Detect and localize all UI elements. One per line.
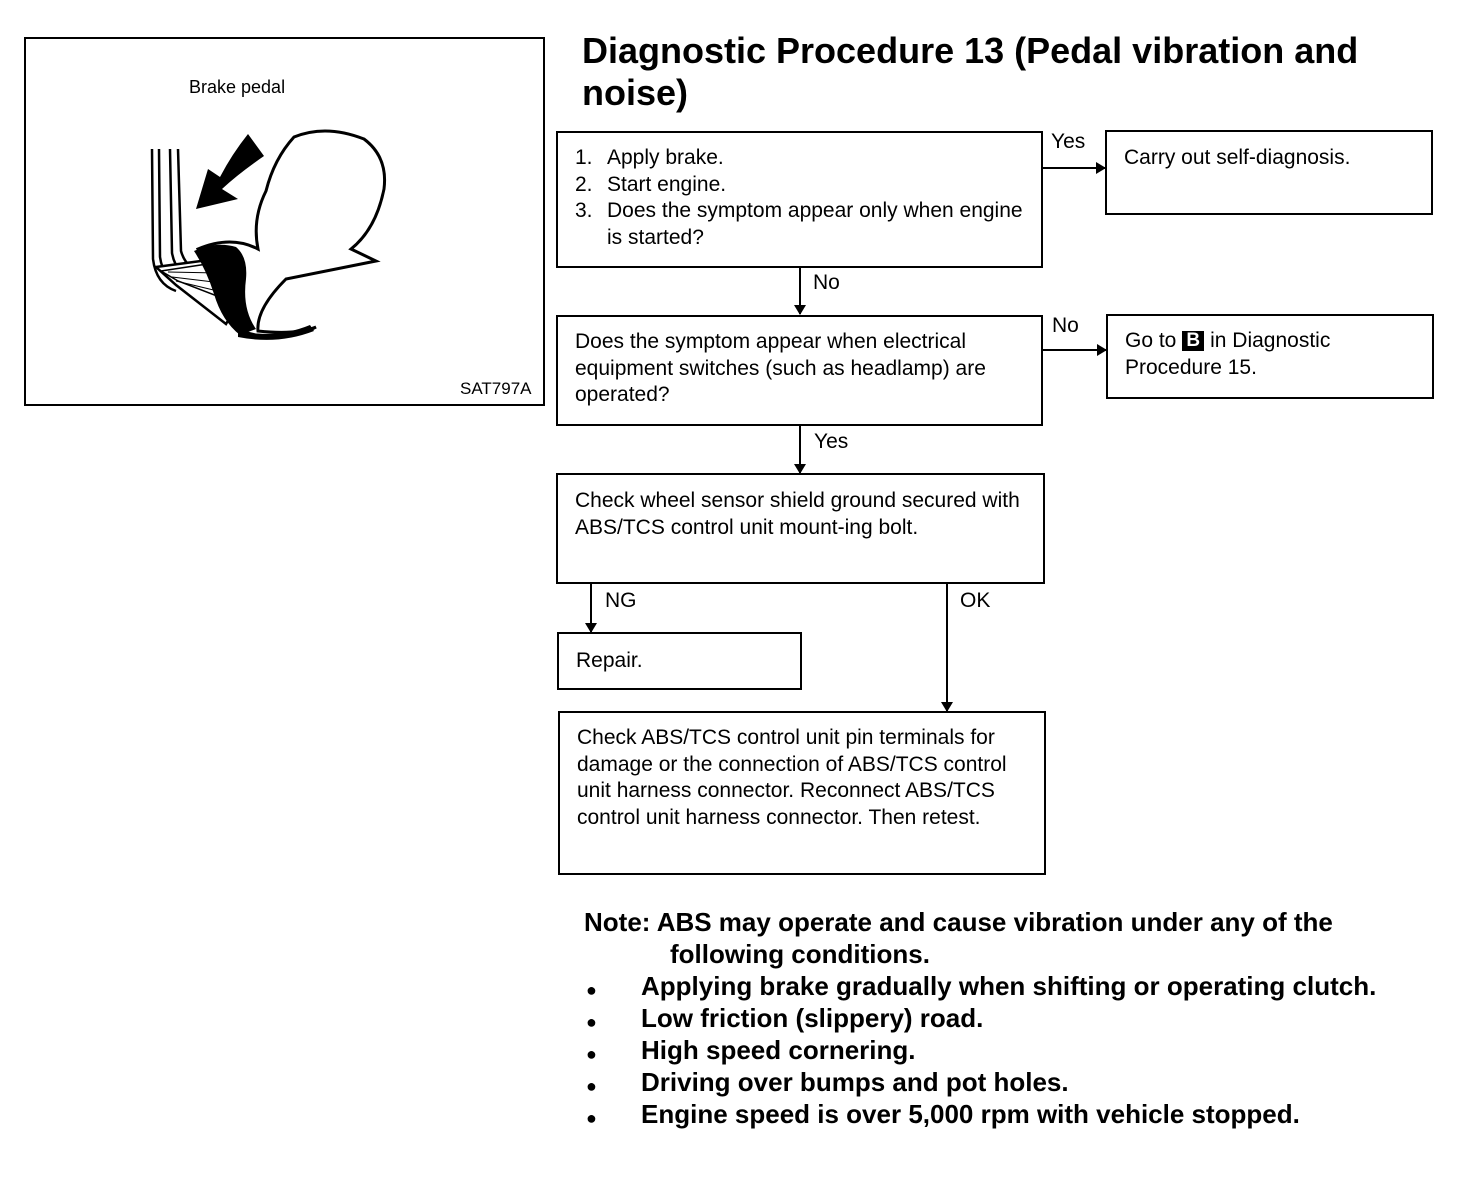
note-bullet: Applying brake gradually when shifting o… bbox=[584, 970, 1446, 1006]
brake-pedal-illustration bbox=[150, 129, 387, 340]
ng-label: NG bbox=[605, 589, 637, 612]
figure-panel: Brake pedal SAT797A bbox=[24, 37, 545, 406]
step1-item: 3.Does the symptom appear only when engi… bbox=[575, 199, 1023, 249]
note-heading: Note: ABS may operate and cause vibratio… bbox=[584, 907, 1333, 969]
figure-label: Brake pedal bbox=[189, 77, 286, 97]
step4-box: Check ABS/TCS control unit pin terminals… bbox=[558, 711, 1046, 875]
step2-box: Does the symptom appear when electrical … bbox=[556, 315, 1043, 426]
yes-label-1: Yes bbox=[1051, 130, 1086, 153]
no-label-1: No bbox=[813, 271, 840, 294]
step1-item: 2.Start engine. bbox=[575, 172, 727, 196]
no-label-2: No bbox=[1052, 314, 1079, 337]
note-bullet: High speed cornering. bbox=[584, 1034, 1446, 1070]
reference-b-badge: B bbox=[1182, 331, 1205, 351]
note-bullet: Engine speed is over 5,000 rpm with vehi… bbox=[584, 1098, 1446, 1134]
result2-post: in Diagnostic Procedure 15. bbox=[1125, 329, 1331, 379]
repair-box: Repair. bbox=[557, 632, 802, 690]
note-bullet: Low friction (slippery) road. bbox=[584, 1002, 1446, 1038]
result1-box: Carry out self-diagnosis. bbox=[1105, 130, 1433, 215]
page-title: Diagnostic Procedure 13 (Pedal vibration… bbox=[582, 30, 1359, 113]
ok-label: OK bbox=[960, 589, 991, 612]
note-section: Note: ABS may operate and cause vibratio… bbox=[584, 906, 1446, 1134]
yes-label-2: Yes bbox=[814, 430, 849, 453]
step1-item: 1.Apply brake. bbox=[575, 146, 724, 169]
step3-box: Check wheel sensor shield ground secured… bbox=[556, 473, 1045, 584]
step1-box: 1.Apply brake. 2.Start engine. 3.Does th… bbox=[556, 131, 1043, 268]
note-bullet: Driving over bumps and pot holes. bbox=[584, 1066, 1446, 1102]
step1-list: 1.Apply brake. 2.Start engine. 3.Does th… bbox=[575, 145, 1023, 251]
figure-code: SAT797A bbox=[460, 379, 532, 398]
result2-pre: Go to bbox=[1125, 329, 1177, 352]
note-bullets: Applying brake gradually when shifting o… bbox=[584, 970, 1446, 1134]
